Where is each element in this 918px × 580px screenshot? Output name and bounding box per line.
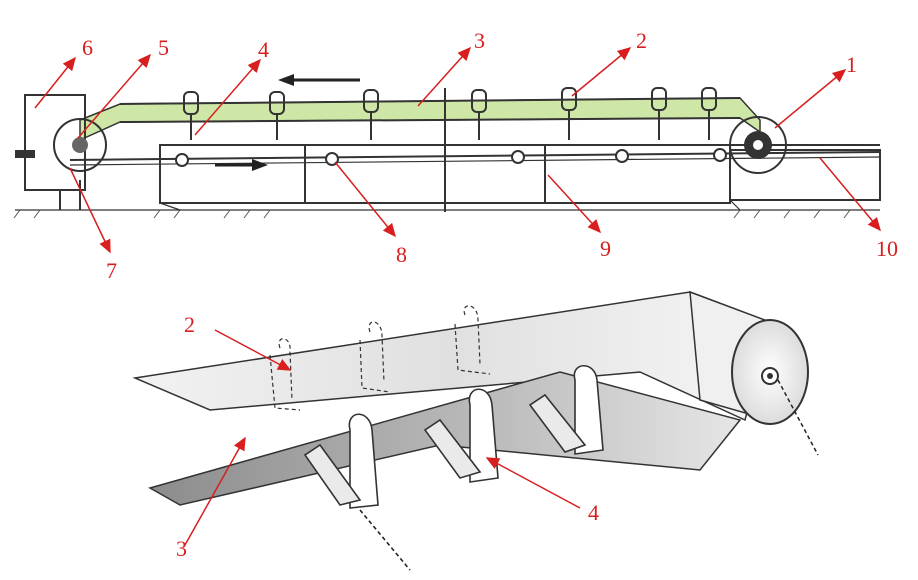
callout-8: 8 (396, 242, 407, 267)
callout-bottom-3: 3 (176, 536, 187, 561)
callout-4: 4 (258, 37, 269, 62)
side-view-conveyor: 1 2 3 4 5 6 7 8 9 10 (13, 28, 898, 283)
return-idlers (175, 148, 727, 167)
direction-arrows (215, 74, 360, 171)
ground-line (13, 209, 880, 219)
callout-bottom-2: 2 (184, 312, 195, 337)
callout-6: 6 (82, 35, 93, 60)
upper-belt (132, 291, 771, 422)
back-idlers-dashed (269, 305, 491, 411)
callout-9: 9 (600, 236, 611, 261)
callout-3: 3 (474, 28, 485, 53)
tail-pulley (729, 116, 787, 174)
belt-return-strand (69, 151, 881, 161)
callout-bottom-4: 4 (588, 500, 599, 525)
front-idlers (303, 364, 604, 571)
callout-5: 5 (158, 35, 169, 60)
perspective-conveyor: 2 3 4 (132, 290, 819, 571)
carrying-idlers (183, 87, 717, 140)
callout-2: 2 (636, 28, 647, 53)
tail-drum (689, 290, 819, 456)
callout-7: 7 (106, 258, 117, 283)
head-pulley (53, 118, 107, 172)
callout-10: 10 (876, 236, 898, 261)
top-callouts: 1 2 3 4 5 6 7 8 9 10 (34, 28, 898, 283)
drive-unit (15, 94, 86, 210)
callout-1: 1 (846, 52, 857, 77)
bottom-callouts: 2 3 4 (176, 312, 599, 561)
